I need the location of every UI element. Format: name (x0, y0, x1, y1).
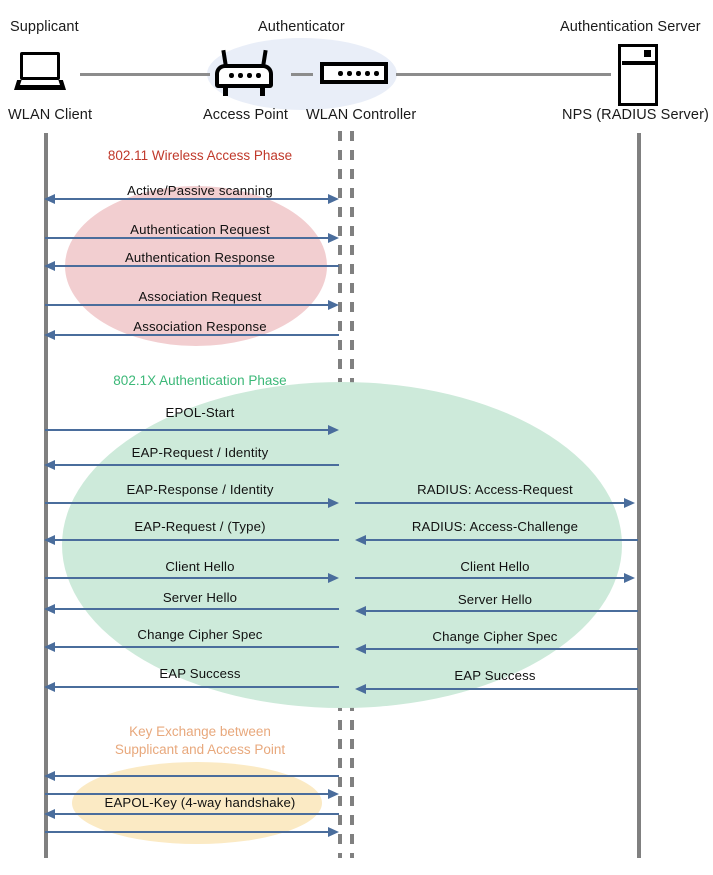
phase-keyexchange-title-line2: Supplicant and Access Point (114, 742, 286, 757)
message-line (53, 775, 339, 777)
actor-device-access-point: Access Point (203, 107, 289, 123)
arrow-head-right (328, 826, 339, 837)
arrow-head-right (328, 497, 339, 508)
message-label-association-request: Association Request (138, 289, 262, 304)
message-label-eap-success-left: EAP Success (159, 666, 241, 681)
message-label-radius-access-request: RADIUS: Access-Request (417, 482, 573, 497)
arrow-head-right (624, 497, 635, 508)
message-label-server-hello-left: Server Hello (162, 590, 238, 605)
wire-controller-to-server (396, 73, 611, 76)
message-label-eapol-key-handshake: EAPOL-Key (4-way handshake) (104, 795, 296, 810)
arrow-head-left (44, 534, 55, 545)
message-line (53, 334, 339, 336)
arrow-head-left (44, 808, 55, 819)
lifeline-authentication-server (637, 133, 641, 858)
arrow-head-left (44, 459, 55, 470)
wlan-controller-icon (320, 50, 388, 90)
arrow-head-right (328, 299, 339, 310)
message-line (53, 608, 339, 610)
arrow-head-left (44, 329, 55, 340)
arrow-head-left (44, 260, 55, 271)
message-label-eap-success-right: EAP Success (454, 668, 536, 683)
actor-role-authenticator: Authenticator (258, 19, 345, 35)
message-label-change-cipher-spec-right: Change Cipher Spec (432, 629, 558, 644)
message-line (45, 793, 332, 795)
lifeline-supplicant (44, 133, 48, 858)
message-line (53, 265, 339, 267)
message-label-epol-start: EPOL-Start (165, 405, 235, 420)
phase-8021x-title: 802.1X Authentication Phase (113, 373, 287, 388)
message-line (53, 646, 339, 648)
arrow-head-left (44, 193, 55, 204)
arrow-head-left (355, 534, 366, 545)
actor-role-authentication-server: Authentication Server (560, 19, 701, 35)
arrow-head-right (328, 193, 339, 204)
message-line (53, 686, 339, 688)
message-label-client-hello-right: Client Hello (460, 559, 530, 574)
arrow-head-left (355, 605, 366, 616)
arrow-head-left (355, 643, 366, 654)
arrow-head-left (44, 770, 55, 781)
message-label-eap-response-identity: EAP-Response / Identity (126, 482, 274, 497)
message-label-authentication-request: Authentication Request (130, 222, 270, 237)
message-label-association-response: Association Response (133, 319, 267, 334)
phase-80211-title: 802.11 Wireless Access Phase (107, 148, 293, 163)
laptop-icon (14, 52, 66, 92)
message-line (355, 502, 625, 504)
actor-device-wlan-controller: WLAN Controller (306, 107, 417, 123)
arrow-head-right (328, 788, 339, 799)
phase-keyexchange-title: Key Exchange between (129, 724, 271, 739)
message-line (364, 648, 638, 650)
server-icon (618, 44, 658, 106)
arrow-head-right (328, 232, 339, 243)
actor-role-supplicant: Supplicant (10, 19, 79, 35)
arrow-head-left (355, 683, 366, 694)
message-line (45, 831, 332, 833)
message-label-radius-access-challenge: RADIUS: Access-Challenge (411, 519, 579, 534)
arrow-head-left (44, 641, 55, 652)
message-line (364, 539, 638, 541)
arrow-head-left (44, 603, 55, 614)
message-line (45, 502, 332, 504)
message-line (53, 539, 339, 541)
message-line (364, 610, 638, 612)
access-point-icon (215, 49, 273, 98)
message-label-server-hello-right: Server Hello (457, 592, 533, 607)
message-label-change-cipher-spec-left: Change Cipher Spec (137, 627, 263, 642)
message-label-eap-request-type: EAP-Request / (Type) (134, 519, 266, 534)
message-label-eap-request-identity: EAP-Request / Identity (131, 445, 269, 460)
message-line (53, 198, 332, 200)
message-line (45, 577, 332, 579)
message-line (45, 304, 332, 306)
message-line (355, 577, 625, 579)
arrow-head-right (328, 424, 339, 435)
message-label-authentication-response: Authentication Response (124, 250, 276, 265)
actor-device-nps-radius-server: NPS (RADIUS Server) (562, 107, 709, 123)
message-line (45, 429, 332, 431)
message-line (364, 688, 638, 690)
message-line (45, 237, 332, 239)
arrow-head-right (624, 572, 635, 583)
message-line (53, 464, 339, 466)
wire-ap-to-controller (291, 73, 313, 76)
message-line (53, 813, 339, 815)
message-label-client-hello-left: Client Hello (165, 559, 235, 574)
message-label-active-passive-scanning: Active/Passive scanning (127, 183, 273, 198)
arrow-head-right (328, 572, 339, 583)
wire-client-to-ap (80, 73, 210, 76)
actor-device-wlan-client: WLAN Client (8, 107, 93, 123)
arrow-head-left (44, 681, 55, 692)
phase-8021x-ellipse (62, 382, 622, 708)
